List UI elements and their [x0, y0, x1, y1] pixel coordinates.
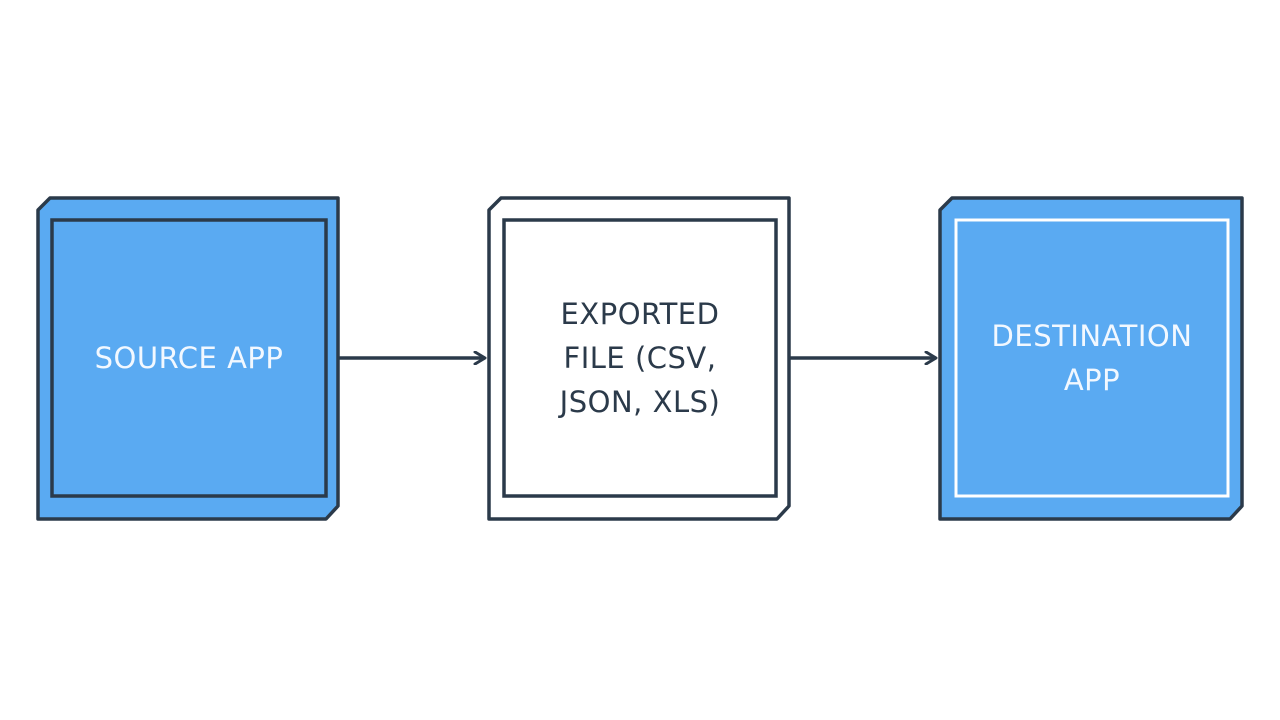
- exported-file-outer-frame: [487, 196, 791, 521]
- exported-file-label-line-2: FILE (CSV,: [563, 341, 717, 375]
- exported-file-label-line-1: EXPORTED: [560, 297, 720, 331]
- destination-app-label-line-1: DESTINATION: [991, 319, 1193, 353]
- source-app-label: SOURCE APP: [52, 220, 326, 496]
- destination-app-inner-frame: [954, 218, 1230, 498]
- source-app-box: [36, 196, 340, 521]
- destination-app-outer-frame: [938, 196, 1244, 521]
- source-app-inner-frame: [50, 218, 328, 498]
- exported-file-label: EXPORTED FILE (CSV, JSON, XLS): [504, 220, 776, 496]
- destination-app-label-line-2: APP: [1063, 363, 1121, 397]
- destination-app-box: [938, 196, 1244, 521]
- source-app-outer-frame: [36, 196, 340, 521]
- destination-app-label: DESTINATION APP: [956, 220, 1228, 496]
- source-app-label-line-1: SOURCE APP: [94, 341, 284, 375]
- exported-file-inner-frame: [502, 218, 778, 498]
- exported-file-label-line-3: JSON, XLS): [559, 385, 721, 419]
- exported-file-box: [487, 196, 791, 521]
